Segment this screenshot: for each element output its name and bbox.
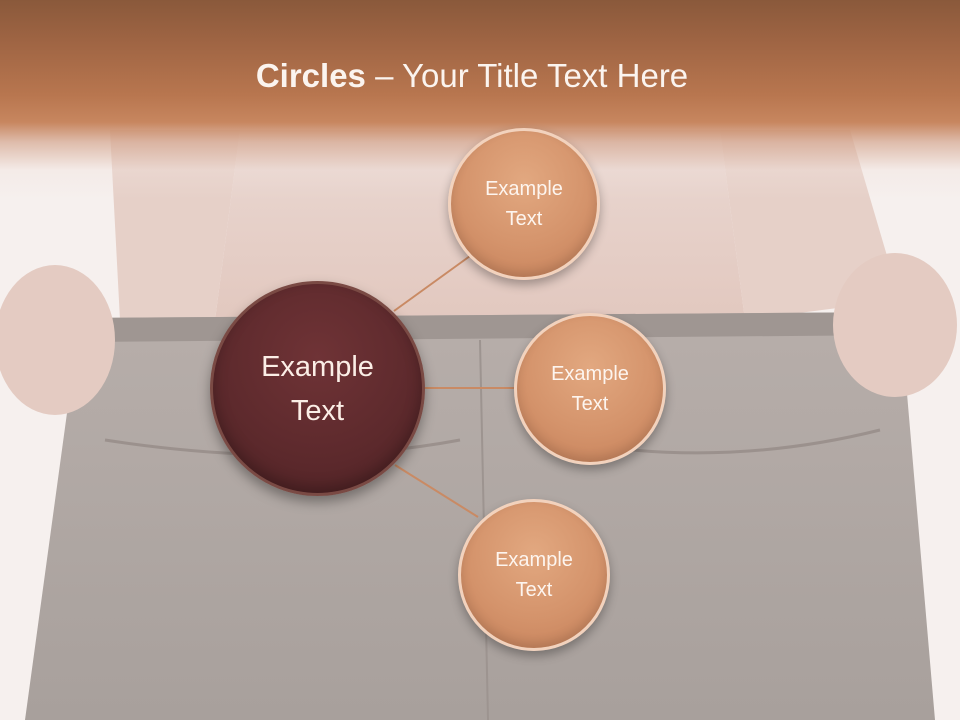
satellite-text-line2: Text [505, 208, 543, 230]
connector-line-bottom [394, 464, 479, 518]
title-bold: Circles [255, 57, 366, 94]
satellite-text-line1: Example [551, 363, 629, 385]
center-circle[interactable]: Example Text [210, 281, 425, 496]
satellite-circle-bottom[interactable]: Example Text [458, 499, 610, 651]
satellite-text-line2: Text [515, 579, 553, 601]
center-text-line2: Text [290, 394, 345, 427]
satellite-circle-middle[interactable]: Example Text [514, 313, 666, 465]
satellite-circle-top[interactable]: Example Text [448, 128, 600, 280]
title-rest: – Your Title Text Here [365, 57, 689, 94]
satellite-text-line2: Text [571, 393, 609, 415]
satellite-text-line1: Example [485, 178, 563, 200]
slide-title: Circles – Your Title Text Here [0, 52, 944, 100]
center-text-line1: Example [261, 350, 374, 383]
satellite-text-line1: Example [495, 549, 573, 571]
connector-line-top [393, 255, 471, 312]
